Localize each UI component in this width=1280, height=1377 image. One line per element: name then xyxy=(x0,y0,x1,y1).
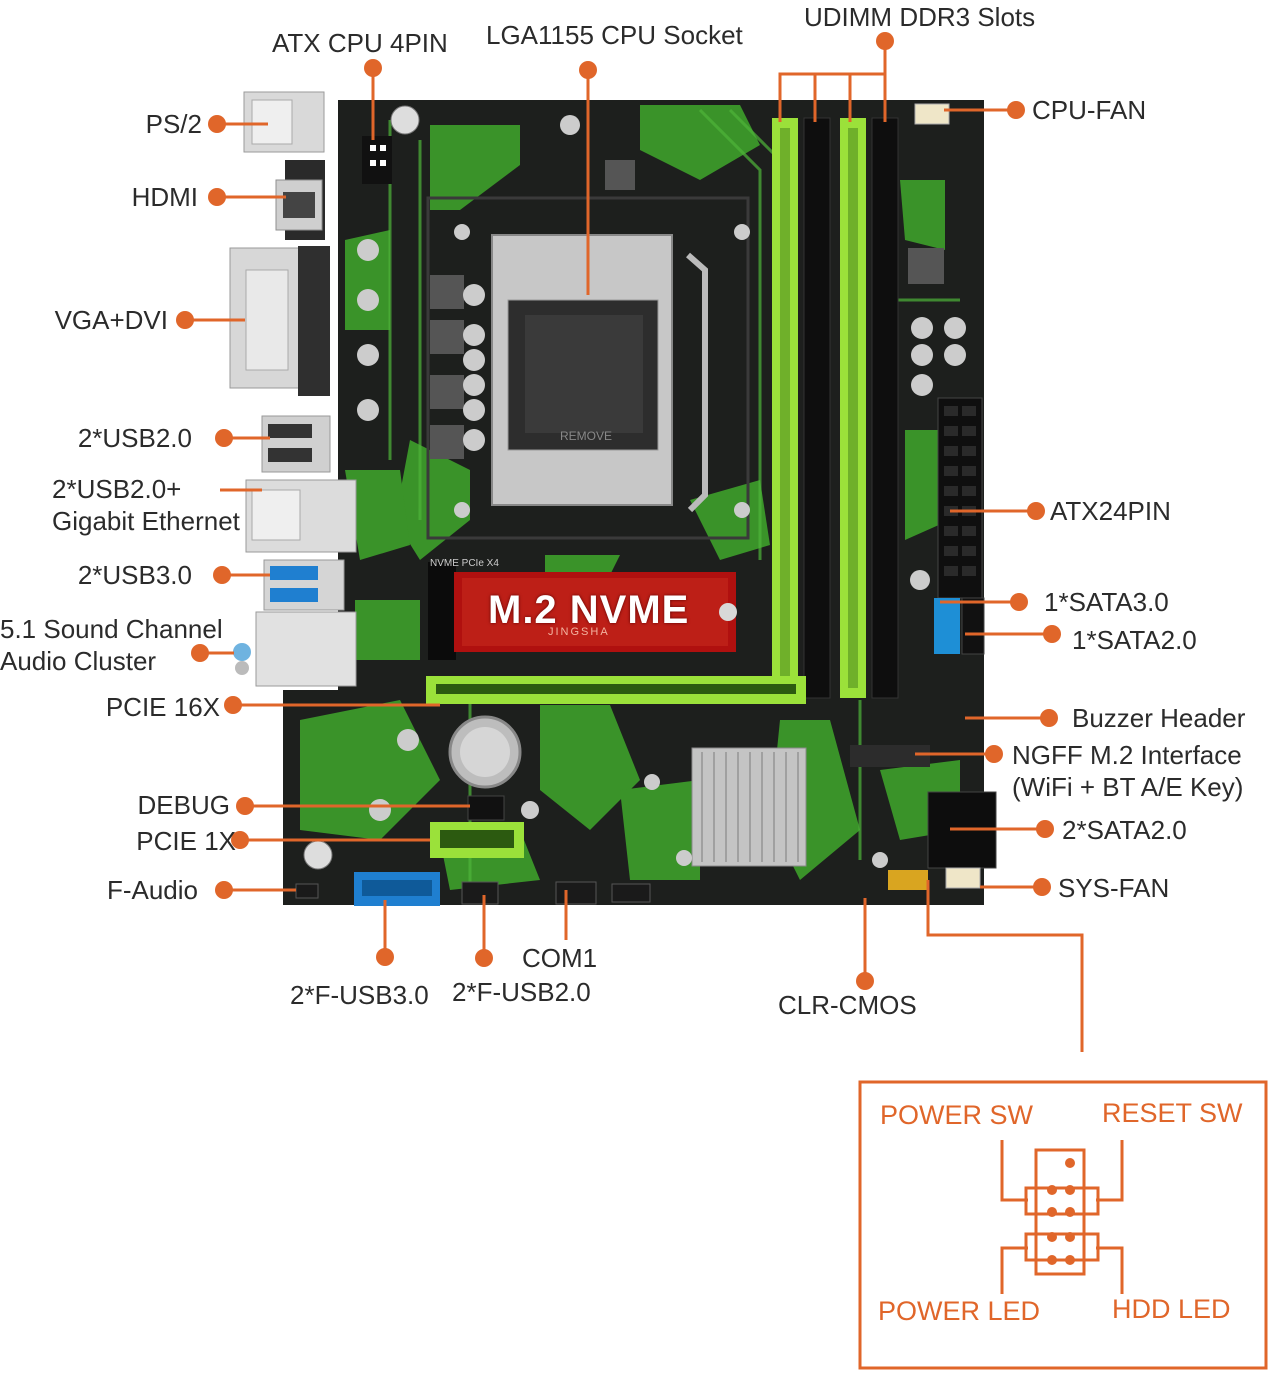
label-atx-cpu-4pin: ATX CPU 4PIN xyxy=(272,28,448,58)
label-sata20-double: 2*SATA2.0 xyxy=(1062,815,1187,845)
label-debug: DEBUG xyxy=(137,790,230,820)
label-ps2: PS/2 xyxy=(145,109,202,139)
lower-components xyxy=(295,715,888,906)
cpu-socket: REMOVE xyxy=(426,196,750,540)
label-udimm-slots: UDIMM DDR3 Slots xyxy=(804,2,1036,32)
label-usb20-gbe-line1: 2*USB2.0+ xyxy=(52,474,182,504)
callout-lines xyxy=(185,44,1084,1052)
m2-nvme-badge: M.2 NVME xyxy=(488,588,690,632)
right-connectors xyxy=(850,103,997,890)
label-cpu-socket: LGA1155 CPU Socket xyxy=(486,20,743,50)
label-vga-dvi: VGA+DVI xyxy=(54,305,168,335)
label-sys-fan: SYS-FAN xyxy=(1058,873,1170,903)
nvme-silk: NVME PCIe X4 xyxy=(430,558,499,569)
label-power-led: POWER LED xyxy=(878,1296,1041,1326)
dimm-slots xyxy=(772,117,899,699)
vrm-components xyxy=(357,105,966,590)
label-sound-line2: Audio Cluster xyxy=(0,646,157,676)
label-hdd-led: HDD LED xyxy=(1112,1294,1231,1324)
label-reset-sw: RESET SW xyxy=(1102,1098,1243,1128)
label-cpu-fan: CPU-FAN xyxy=(1032,95,1147,125)
label-sound-line1: 5.1 Sound Channel xyxy=(0,614,223,644)
label-sata20-single: 1*SATA2.0 xyxy=(1072,625,1197,655)
label-ngff-line1: NGFF M.2 Interface xyxy=(1012,740,1242,770)
front-panel-pinout xyxy=(1000,1140,1124,1294)
label-power-sw: POWER SW xyxy=(880,1100,1033,1130)
rear-io xyxy=(229,91,357,687)
front-panel-box xyxy=(858,1080,1268,1370)
callout-dots xyxy=(176,32,1061,990)
label-f-usb20: 2*F-USB2.0 xyxy=(452,977,591,1007)
label-f-audio: F-Audio xyxy=(106,875,198,905)
label-buzzer-header: Buzzer Header xyxy=(1072,703,1246,733)
label-ngff-line2: (WiFi + BT A/E Key) xyxy=(1012,772,1244,802)
label-pcie1x: PCIE 1X xyxy=(136,826,236,856)
label-clr-cmos: CLR-CMOS xyxy=(778,990,917,1020)
label-usb20-gbe-line2: Gigabit Ethernet xyxy=(52,506,240,536)
label-com1: COM1 xyxy=(522,943,598,973)
label-usb20: 2*USB2.0 xyxy=(77,423,192,453)
front-panel-pins xyxy=(1047,1158,1075,1265)
label-f-usb30: 2*F-USB3.0 xyxy=(290,980,429,1010)
label-hdmi: HDMI xyxy=(131,182,198,212)
label-sata30: 1*SATA3.0 xyxy=(1044,587,1169,617)
label-atx24pin: ATX24PIN xyxy=(1050,496,1171,526)
label-usb30: 2*USB3.0 xyxy=(77,560,192,590)
m2-brand-text: JINGSHA xyxy=(548,626,610,638)
remove-silk: REMOVE xyxy=(560,429,612,443)
pcie-x16-slot xyxy=(426,676,806,704)
m2-nvme-slot: NVME PCIe X4 xyxy=(428,558,737,660)
label-pcie16x: PCIE 16X xyxy=(105,692,220,722)
